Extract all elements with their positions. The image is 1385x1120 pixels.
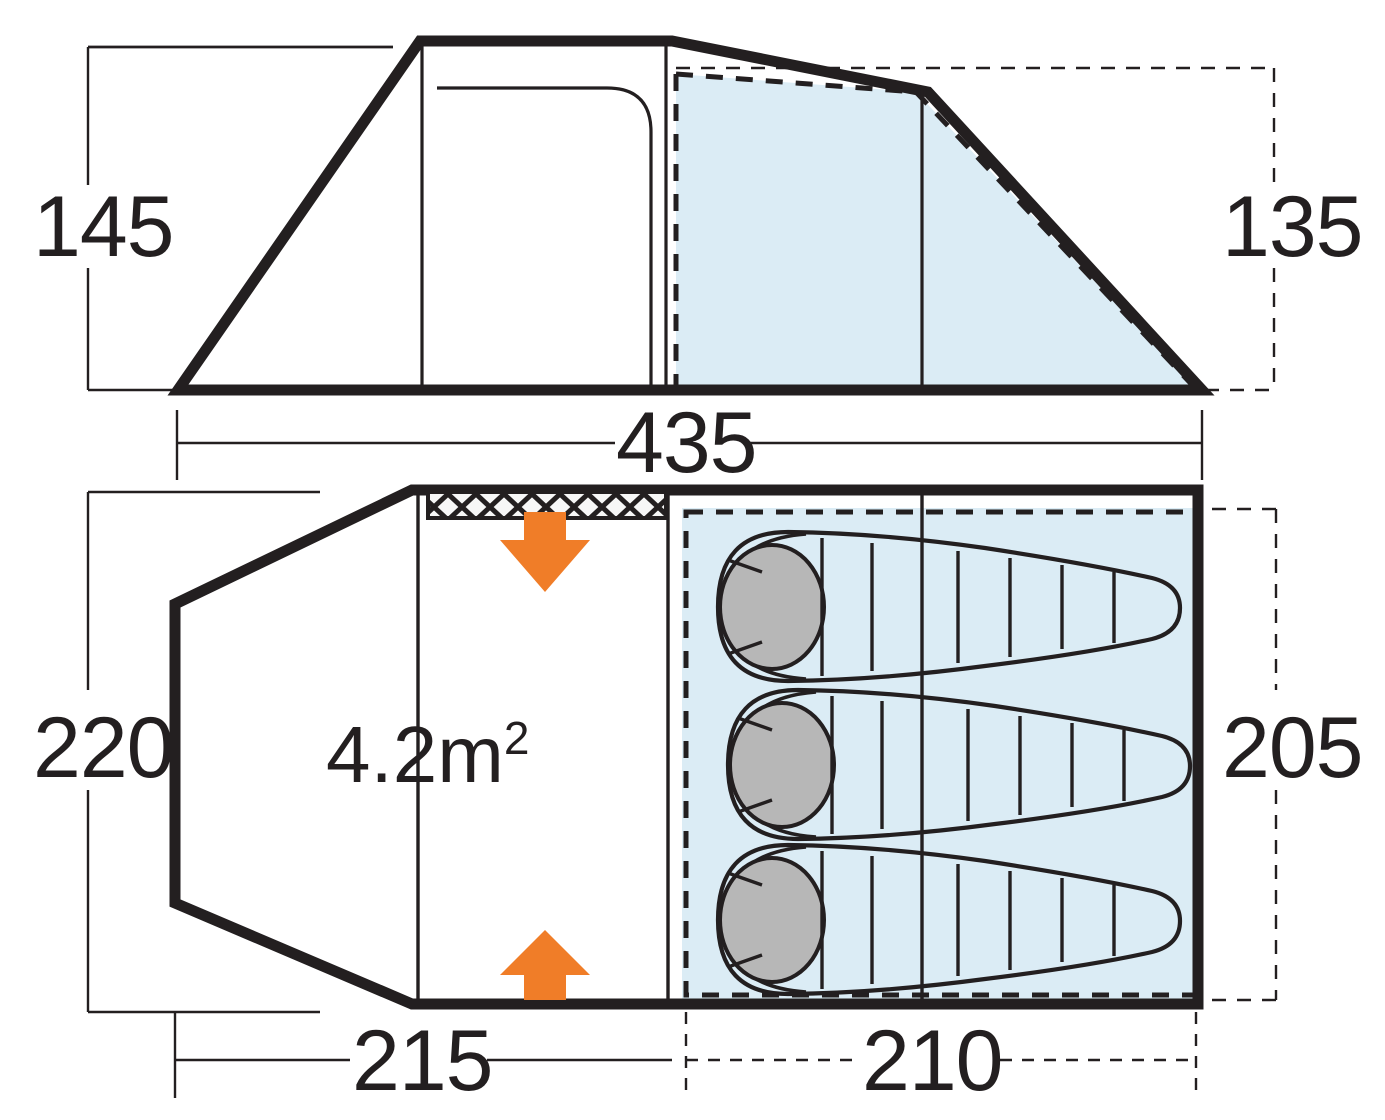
dimension-label-210: 210 xyxy=(862,1013,1003,1109)
sleeping-bag xyxy=(725,687,1193,842)
floor-area-label: 4.2m2 xyxy=(326,710,529,799)
sleeping-bag xyxy=(715,529,1183,684)
floorplan-outer-shell xyxy=(169,484,1204,1010)
dimension-label-215: 215 xyxy=(352,1013,493,1109)
airflow-arrow-down xyxy=(500,470,590,592)
dimension-height-rear: 135 xyxy=(676,66,1364,392)
dimension-label-220: 220 xyxy=(33,700,174,796)
dimension-label-205: 205 xyxy=(1222,700,1363,796)
dimension-width-bedroom: 205 xyxy=(1212,507,1364,1002)
svg-text:4.2m2: 4.2m2 xyxy=(326,710,529,799)
entry-direction-arrow xyxy=(592,713,700,793)
sleeping-bag xyxy=(715,842,1183,997)
dimension-label-135: 135 xyxy=(1222,179,1363,275)
dimension-width-overall: 220 xyxy=(33,490,320,1014)
dimension-length-porch: 215 xyxy=(173,1012,672,1109)
elevation-porch-door xyxy=(437,86,653,388)
dimension-label-145: 145 xyxy=(33,179,174,275)
area-superscript: 2 xyxy=(504,712,530,764)
dimension-height-front: 145 xyxy=(33,45,393,392)
area-value: 4.2m xyxy=(326,710,504,799)
dimension-total-length: 435 xyxy=(175,395,1204,491)
airflow-arrow-up xyxy=(500,930,590,1062)
dimension-label-435: 435 xyxy=(616,395,757,491)
dimension-length-bedroom: 210 xyxy=(684,1012,1198,1109)
elevation-inner-tent-fill xyxy=(676,74,1196,389)
floor-plan-view: 220 205 xyxy=(33,470,1364,1109)
side-elevation-view: 145 135 xyxy=(33,35,1364,491)
